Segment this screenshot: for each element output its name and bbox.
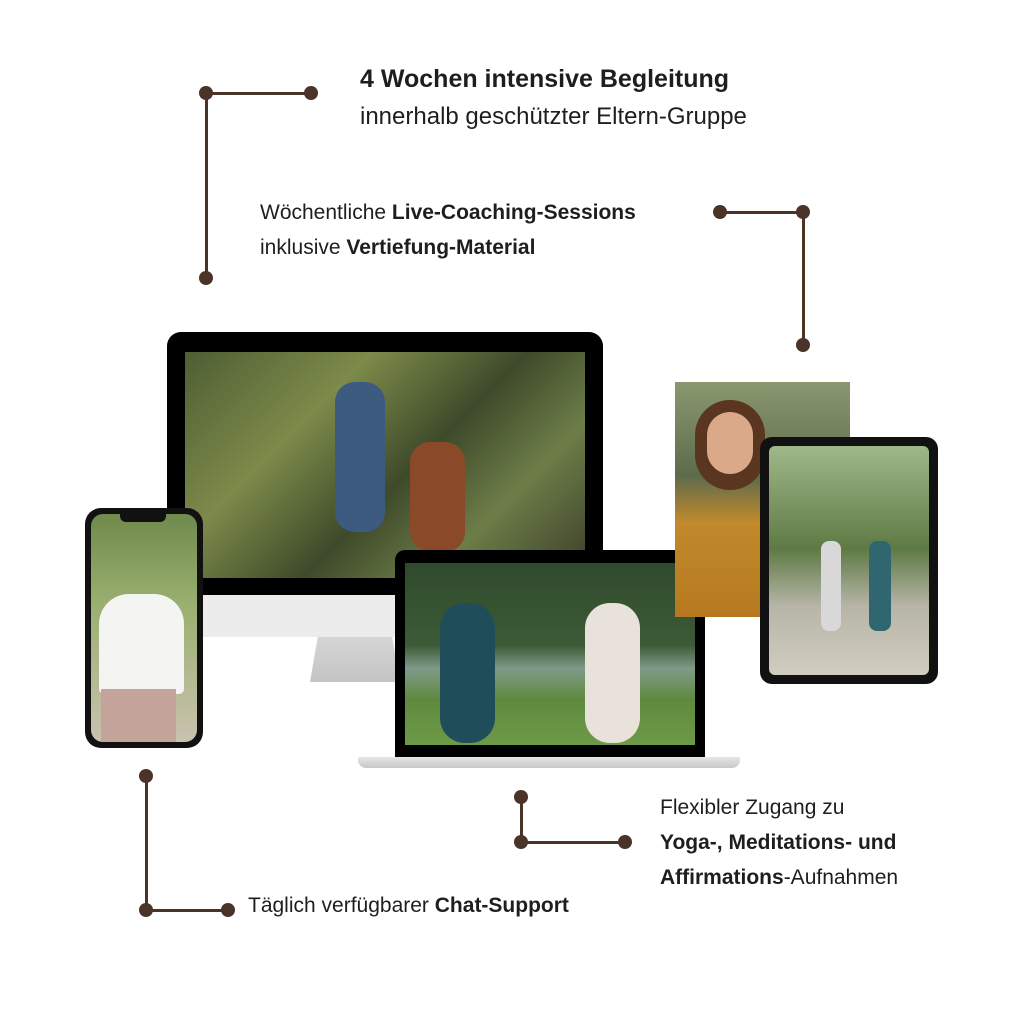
- hiking-photo: [185, 352, 585, 578]
- feature-group-support: 4 Wochen intensive Begleitung innerhalb …: [360, 65, 747, 130]
- feature-recordings: Flexibler Zugang zu Yoga-, Meditations- …: [660, 796, 899, 889]
- smiling-woman-photo: [91, 514, 197, 742]
- feature-chat-support: Täglich verfügbarer Chat-Support: [248, 894, 569, 917]
- walking-photo: [769, 446, 929, 675]
- feature-live-coaching: Wöchentliche Live-Coaching-Sessions inkl…: [260, 201, 636, 259]
- meditation-photo: [405, 563, 695, 745]
